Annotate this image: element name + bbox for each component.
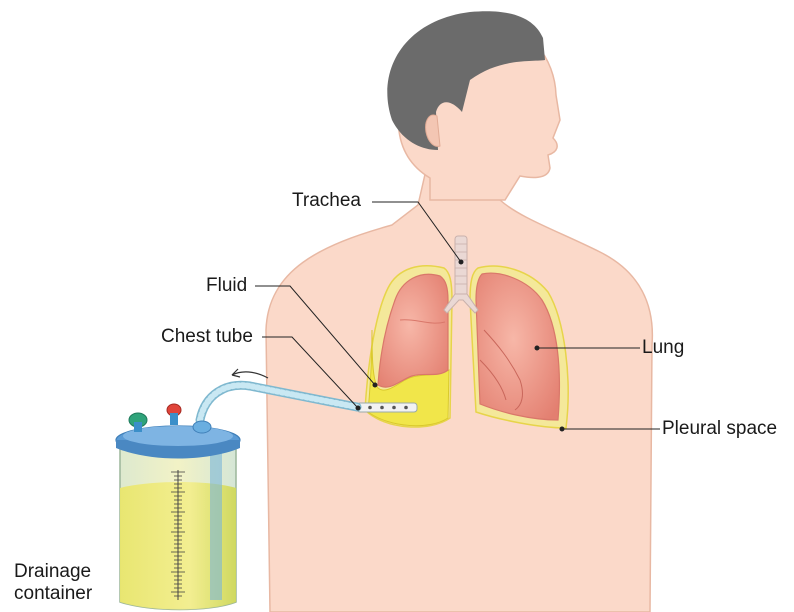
drainage-container <box>116 404 240 610</box>
label-drainage-container: Drainage container <box>14 561 124 605</box>
label-trachea: Trachea <box>292 190 361 212</box>
label-drainage-line1: Drainage <box>14 561 124 583</box>
label-fluid: Fluid <box>206 275 247 297</box>
label-pleural-space: Pleural space <box>662 418 777 440</box>
trachea <box>455 236 467 296</box>
label-lung: Lung <box>642 337 684 359</box>
port-tube <box>193 421 211 433</box>
flow-arrow <box>232 372 268 378</box>
chest-tube-insertion <box>357 403 417 412</box>
label-drainage-line2: container <box>14 583 124 605</box>
label-chest-tube: Chest tube <box>161 326 253 348</box>
